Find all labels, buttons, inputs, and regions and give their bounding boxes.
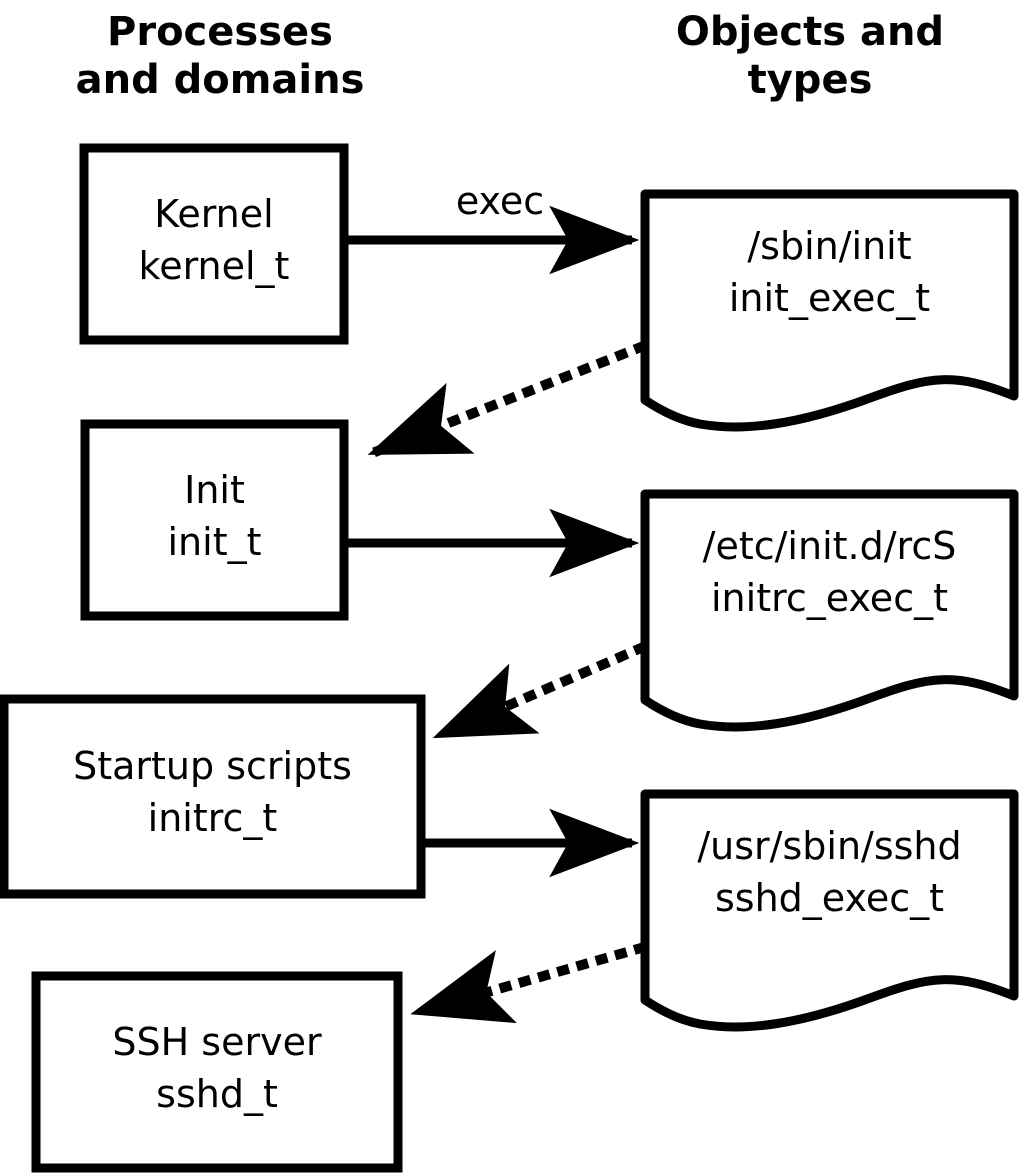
- process-box-kernel[interactable]: [79, 143, 349, 345]
- process-box-ssh-server[interactable]: [31, 971, 403, 1173]
- object-doc-init-exec[interactable]: [640, 189, 1019, 432]
- object-doc-sshd-exec[interactable]: [640, 789, 1019, 1032]
- process-box-init[interactable]: [80, 419, 349, 621]
- process-box-startup-scripts[interactable]: [0, 694, 426, 899]
- edge-label-exec: exec: [455, 179, 545, 223]
- edge-initrc-exec-to-initrc: [432, 641, 648, 742]
- column-header-processes: Processes and domains: [75, 9, 365, 103]
- object-doc-initrc-exec[interactable]: [640, 489, 1019, 732]
- column-header-objects: Objects and types: [675, 9, 945, 103]
- edge-init-exec-to-init: [367, 340, 648, 459]
- edge-sshd-exec-to-sshd: [410, 941, 648, 1024]
